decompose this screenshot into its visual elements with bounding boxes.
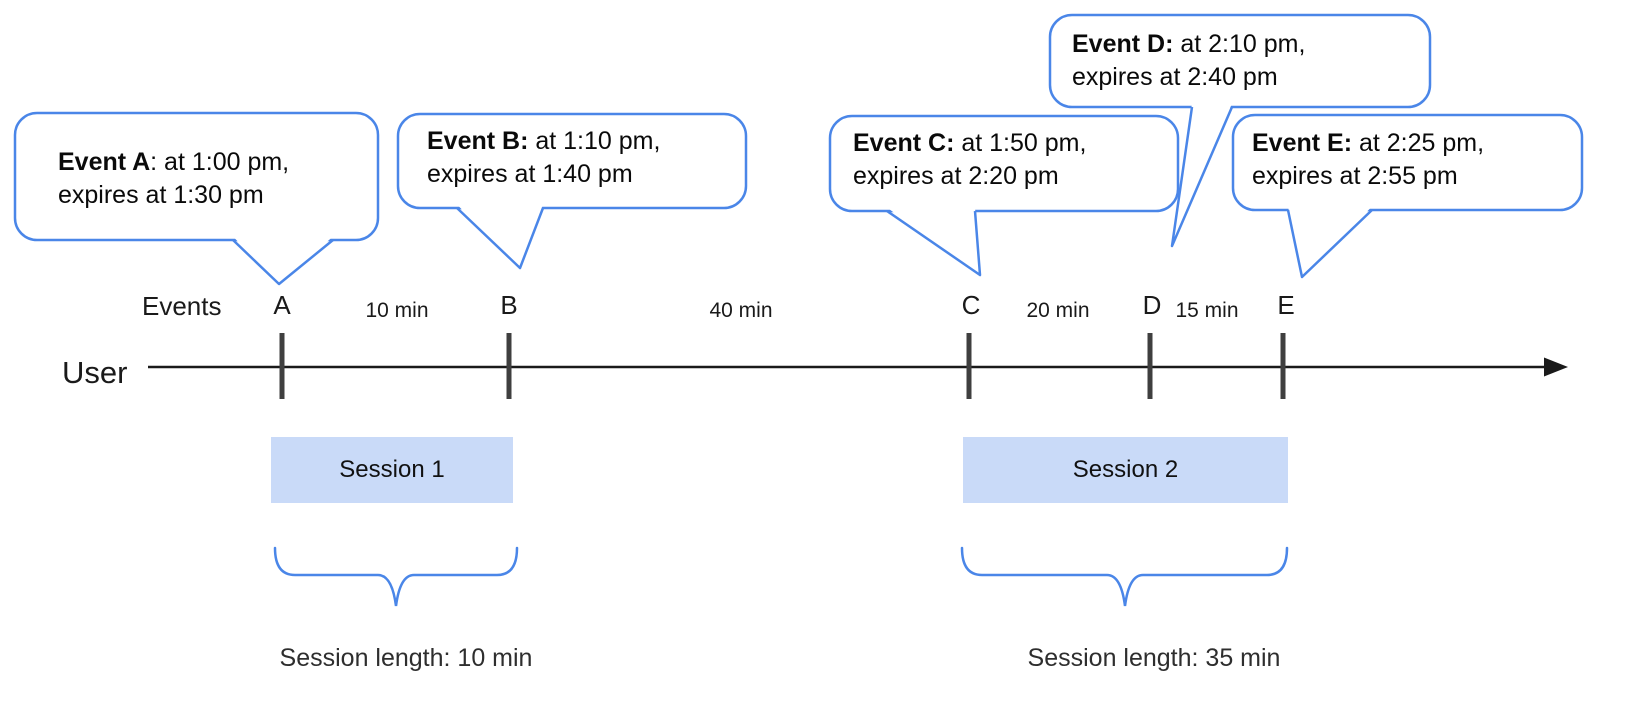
- event-mark-b: B: [500, 290, 518, 320]
- bubble-c-title: Event C:: [853, 129, 955, 157]
- bubble-b-expiry: expires at 1:40 pm: [427, 160, 633, 188]
- session-1-label: Session 1: [339, 456, 445, 483]
- brace-session-2: [960, 546, 1289, 607]
- bubble-d-title: Event D:: [1072, 30, 1174, 58]
- bubble-event-e-shape: [1231, 113, 1584, 279]
- bubble-e-time: at 2:25 pm,: [1352, 129, 1485, 157]
- session-2-label: Session 2: [1072, 456, 1179, 483]
- bubble-a-time: : at 1:00 pm,: [150, 148, 290, 176]
- tick-event-b: [506, 333, 512, 399]
- bubble-event-d-shape: [1048, 13, 1432, 248]
- bubble-a-title: Event A: [58, 148, 151, 176]
- bubble-e-expiry: expires at 2:55 pm: [1252, 162, 1458, 190]
- interval-a-b: 10 min: [365, 299, 429, 322]
- bubble-c-expiry: expires at 2:20 pm: [853, 162, 1059, 190]
- session-1-length-label: Session length: 10 min: [279, 644, 533, 672]
- tick-event-c: [966, 333, 972, 399]
- interval-d-e: 15 min: [1175, 299, 1239, 322]
- tick-event-d: [1147, 333, 1153, 399]
- tick-event-e: [1280, 333, 1286, 399]
- bubble-b-time: at 1:10 pm,: [528, 127, 661, 155]
- bubble-c-time: at 1:50 pm,: [954, 129, 1087, 157]
- session-2-box: Session 2: [963, 437, 1288, 503]
- session-2-length-label: Session length: 35 min: [1027, 644, 1281, 672]
- events-row-label: Events: [142, 291, 222, 321]
- bubble-event-e-text: Event E: at 2:25 pm, expires at 2:55 pm: [1252, 127, 1484, 193]
- bubble-d-expiry: expires at 2:40 pm: [1072, 63, 1278, 91]
- bubble-d-time: at 2:10 pm,: [1173, 30, 1306, 58]
- event-mark-e: E: [1277, 290, 1295, 320]
- brace-session-1: [273, 546, 519, 607]
- bubble-event-a-shape: [13, 111, 380, 286]
- bubble-event-a-text: Event A: at 1:00 pm, expires at 1:30 pm: [58, 146, 289, 212]
- bubble-event-d-text: Event D: at 2:10 pm, expires at 2:40 pm: [1072, 28, 1305, 94]
- event-mark-d: D: [1142, 290, 1162, 320]
- user-axis-label: User: [62, 355, 128, 390]
- bubble-e-title: Event E:: [1252, 129, 1353, 157]
- bubble-event-c-text: Event C: at 1:50 pm, expires at 2:20 pm: [853, 127, 1086, 193]
- bubble-event-b-shape: [396, 112, 748, 270]
- interval-b-c: 40 min: [709, 299, 773, 322]
- bubble-event-c-shape: [828, 114, 1180, 277]
- timeline-arrowhead-icon: [1544, 357, 1568, 377]
- interval-c-d: 20 min: [1026, 299, 1090, 322]
- session-1-box: Session 1: [271, 437, 513, 503]
- bubble-event-b-text: Event B: at 1:10 pm, expires at 1:40 pm: [427, 125, 660, 191]
- event-mark-a: A: [273, 290, 291, 320]
- bubble-b-title: Event B:: [427, 127, 529, 155]
- bubble-a-expiry: expires at 1:30 pm: [58, 181, 264, 209]
- tick-event-a: [279, 333, 285, 399]
- event-mark-c: C: [961, 290, 981, 320]
